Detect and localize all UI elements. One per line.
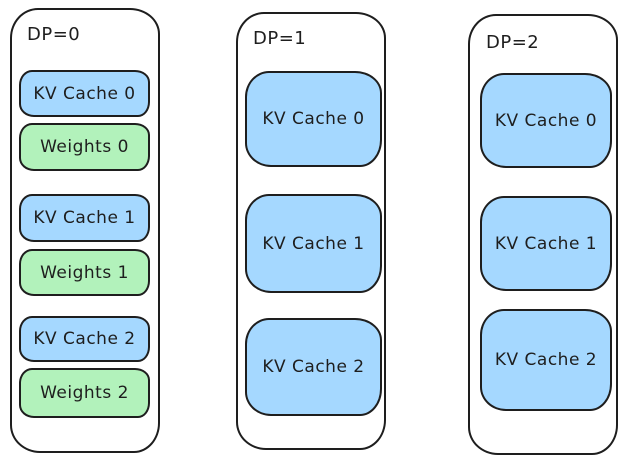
dp0-weights-1-box: Weights 1 — [19, 249, 150, 296]
dp2-kv-cache-1-box: KV Cache 1 — [480, 196, 612, 291]
dp2-column-title: DP=2 — [486, 32, 540, 53]
dp0-weights-2-box: Weights 2 — [19, 368, 150, 418]
dp1-column-title: DP=1 — [253, 28, 307, 49]
dp1-kv-cache-1-box: KV Cache 1 — [245, 194, 382, 293]
dp1-kv-cache-0-box: KV Cache 0 — [245, 71, 382, 167]
dp0-kv-cache-1-box: KV Cache 1 — [19, 194, 150, 242]
dp0-column: DP=0 KV Cache 0 Weights 0 KV Cache 1 Wei… — [10, 8, 160, 453]
dp2-kv-cache-0-box: KV Cache 0 — [480, 73, 612, 168]
dp1-column: DP=1 KV Cache 0 KV Cache 1 KV Cache 2 — [236, 12, 386, 450]
dp2-kv-cache-2-box: KV Cache 2 — [480, 309, 612, 411]
dp0-weights-0-box: Weights 0 — [19, 123, 150, 171]
dp0-kv-cache-0-box: KV Cache 0 — [19, 70, 150, 117]
dp2-column: DP=2 KV Cache 0 KV Cache 1 KV Cache 2 — [468, 14, 618, 455]
dp0-kv-cache-2-box: KV Cache 2 — [19, 316, 150, 362]
dp0-column-title: DP=0 — [27, 24, 81, 45]
dp1-kv-cache-2-box: KV Cache 2 — [245, 318, 382, 416]
